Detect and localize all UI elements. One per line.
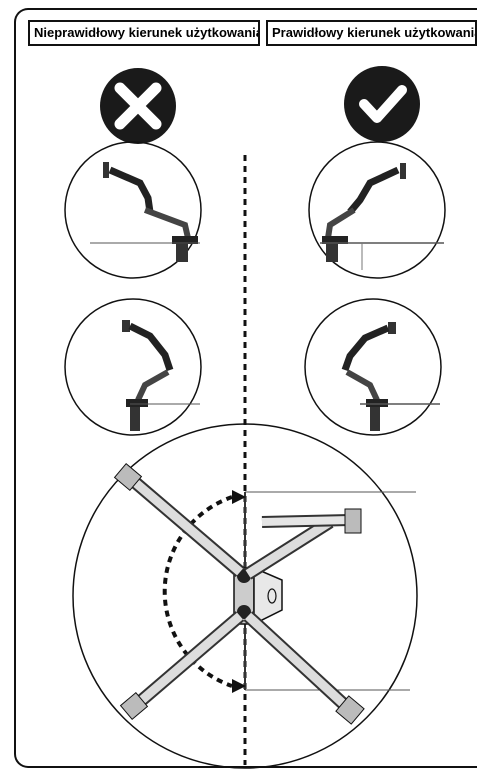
panel-frame	[14, 8, 477, 768]
arm-diagram-incorrect-1	[64, 141, 202, 279]
arm-diagram-correct-1	[308, 141, 446, 279]
cross-icon	[100, 68, 176, 144]
check-icon	[344, 66, 420, 142]
arm-diagram-incorrect-2	[64, 298, 202, 436]
label-incorrect-direction: Nieprawidłowy kierunek użytkowania	[28, 20, 260, 46]
arm-diagram-correct-2	[304, 298, 442, 436]
arm-diagram-top-view	[72, 423, 418, 769]
label-correct-direction: Prawidłowy kierunek użytkowania	[266, 20, 477, 46]
